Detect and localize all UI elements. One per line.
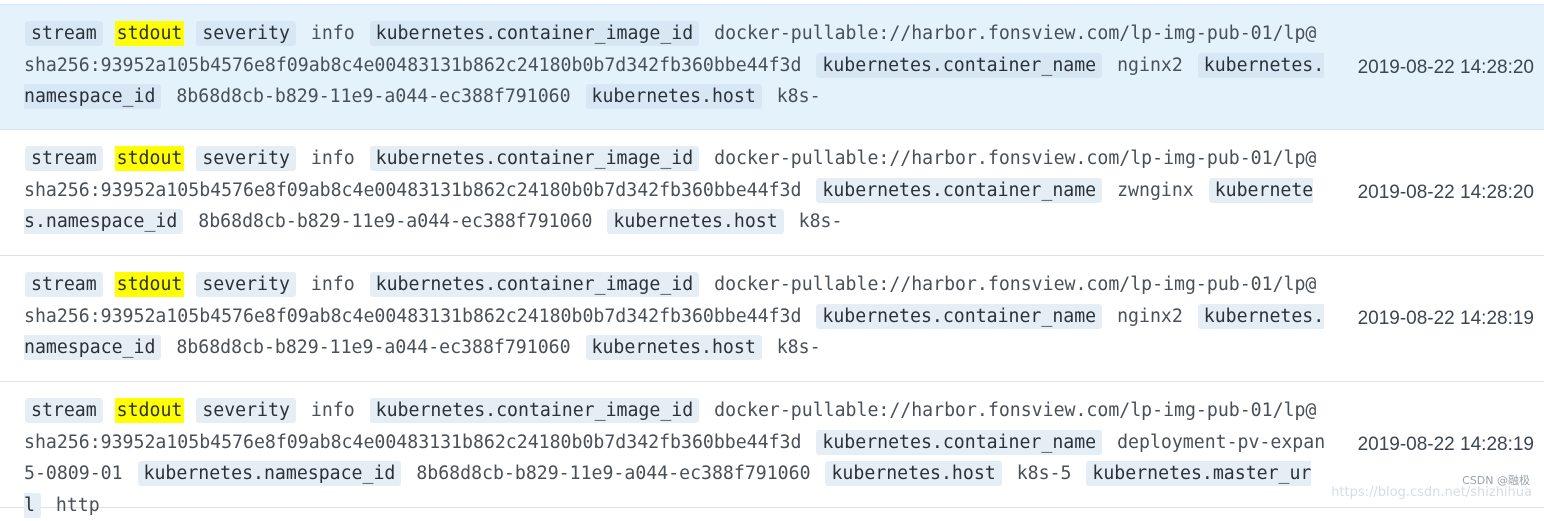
field-name-chip[interactable]: kubernetes.host bbox=[585, 335, 762, 361]
field-value: k8s-5 bbox=[1016, 463, 1072, 485]
field-name-chip[interactable]: kubernetes.container_name bbox=[816, 52, 1103, 78]
field-value: k8s- bbox=[798, 211, 843, 233]
field-value: 8b68d8cb-b829-11e9-a044-ec388f791060 bbox=[416, 463, 811, 485]
field-value: deployment-pv-expan5-0809-01 bbox=[24, 431, 1326, 485]
field-name-chip[interactable]: kubernetes.container_image_id bbox=[369, 398, 700, 423]
field-name-chip[interactable]: severity bbox=[196, 398, 296, 423]
field-name-chip[interactable]: kubernetes.container_image_id bbox=[369, 21, 700, 46]
field-value: nginx2 bbox=[1117, 54, 1183, 76]
field-value: info bbox=[310, 400, 355, 421]
log-row[interactable]: stream stdout severity info kubernetes.c… bbox=[0, 382, 1544, 518]
field-name-chip[interactable]: kubernetes.namespace_id bbox=[137, 461, 402, 487]
field-name-chip[interactable]: kubernetes.container_image_id bbox=[369, 272, 700, 297]
log-timestamp: 2019-08-22 14:28:20 bbox=[1357, 182, 1534, 203]
log-row[interactable]: stream stdout severity info kubernetes.c… bbox=[0, 130, 1544, 256]
field-value: docker-pullable://harbor.fonsview.com/lp… bbox=[24, 23, 1317, 76]
field-value: http bbox=[55, 494, 100, 516]
field-name-chip[interactable]: kubernetes.host bbox=[825, 461, 1002, 487]
field-value: info bbox=[310, 23, 355, 44]
field-value: info bbox=[310, 274, 355, 295]
field-value: docker-pullable://harbor.fonsview.com/lp… bbox=[24, 400, 1317, 453]
search-highlight: stdout bbox=[114, 272, 185, 297]
field-name-chip[interactable]: kubernetes.host bbox=[585, 84, 762, 110]
log-timestamp: 2019-08-22 14:28:20 bbox=[1357, 57, 1534, 78]
log-row[interactable]: stream stdout severity info kubernetes.c… bbox=[0, 256, 1544, 382]
field-name-chip[interactable]: kubernetes.container_image_id bbox=[369, 146, 700, 171]
field-value: 8b68d8cb-b829-11e9-a044-ec388f791060 bbox=[176, 86, 571, 108]
log-message: stream stdout severity info kubernetes.c… bbox=[24, 18, 1326, 113]
log-message: stream stdout severity info kubernetes.c… bbox=[24, 143, 1326, 238]
field-value: k8s- bbox=[776, 337, 821, 359]
log-row[interactable]: stream stdout severity info kubernetes.c… bbox=[0, 4, 1544, 130]
field-name-chip[interactable]: stream bbox=[25, 398, 103, 423]
log-timestamp: 2019-08-22 14:28:19 bbox=[1357, 434, 1534, 455]
field-value: docker-pullable://harbor.fonsview.com/lp… bbox=[24, 274, 1317, 327]
watermark: CSDN @融极 bbox=[1462, 474, 1530, 487]
field-name-chip[interactable]: kubernetes.container_name bbox=[816, 177, 1103, 203]
field-name-chip[interactable]: stream bbox=[25, 146, 103, 171]
search-highlight: stdout bbox=[114, 146, 185, 171]
field-name-chip[interactable]: stream bbox=[25, 272, 103, 297]
field-name-chip[interactable]: stream bbox=[25, 21, 103, 46]
field-name-chip[interactable]: severity bbox=[196, 146, 296, 171]
field-value: zwnginx bbox=[1117, 179, 1194, 201]
search-highlight: stdout bbox=[114, 21, 185, 46]
field-name-chip[interactable]: severity bbox=[196, 272, 296, 297]
field-name-chip[interactable]: kubernetes.container_name bbox=[816, 303, 1103, 329]
field-name-chip[interactable]: kubernetes.container_name bbox=[816, 429, 1103, 455]
log-timestamp: 2019-08-22 14:28:19 bbox=[1357, 308, 1534, 329]
search-highlight: stdout bbox=[114, 398, 185, 423]
field-value: docker-pullable://harbor.fonsview.com/lp… bbox=[24, 148, 1317, 201]
log-message: stream stdout severity info kubernetes.c… bbox=[24, 395, 1326, 521]
field-value: nginx2 bbox=[1117, 305, 1183, 327]
field-name-chip[interactable]: kubernetes.host bbox=[607, 209, 784, 235]
field-value: 8b68d8cb-b829-11e9-a044-ec388f791060 bbox=[176, 337, 571, 359]
log-message: stream stdout severity info kubernetes.c… bbox=[24, 269, 1326, 364]
field-value: info bbox=[310, 148, 355, 169]
field-value: 8b68d8cb-b829-11e9-a044-ec388f791060 bbox=[198, 211, 593, 233]
field-name-chip[interactable]: severity bbox=[196, 21, 296, 46]
field-value: k8s- bbox=[776, 86, 821, 108]
